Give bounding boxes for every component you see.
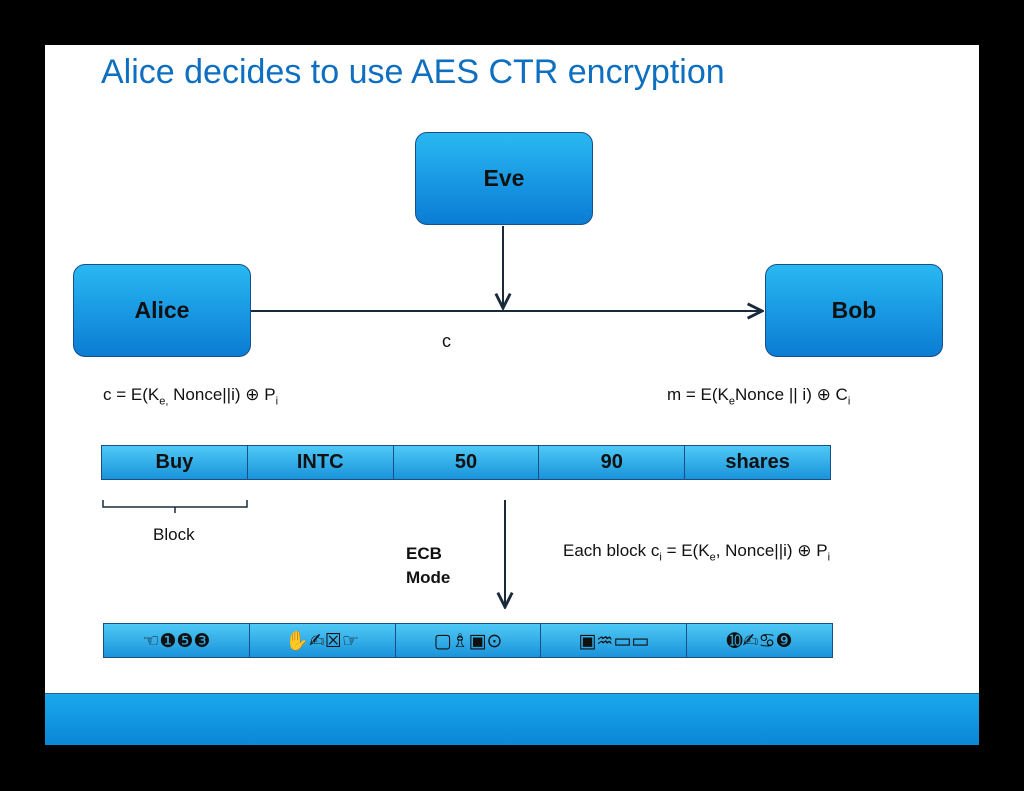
- arrows-layer: [102, 226, 979, 745]
- slide: Alice decides to use AES CTR encryption …: [45, 45, 979, 745]
- bob-node: Bob: [765, 264, 943, 357]
- block-formula: Each block ci = E(Ke, Nonce||i) ⊕ Pi: [563, 541, 831, 564]
- plaintext-blocks-row: Buy INTC 50 90 shares: [101, 445, 831, 480]
- bob-label: Bob: [831, 297, 877, 323]
- plaintext-block: 90: [538, 446, 685, 479]
- ciphertext-block: ☜❶❺❸: [104, 624, 249, 657]
- block-bracket: [102, 500, 248, 513]
- plaintext-block: INTC: [246, 446, 393, 479]
- eve-label: Eve: [483, 165, 525, 191]
- eve-node: Eve: [415, 132, 593, 225]
- channel-label: c: [442, 331, 451, 351]
- slide-title: Alice decides to use AES CTR encryption: [101, 53, 725, 91]
- ciphertext-block: ➓✍♋❾: [686, 624, 832, 657]
- ciphertext-blocks-row: ☜❶❺❸ ✋✍☒☞ ▢♗▣⊙ ▣♒▭▭ ➓✍♋❾: [103, 623, 833, 658]
- footer-bar: [45, 693, 979, 745]
- decryption-formula: m = E(KeNonce || i) ⊕ Ci: [667, 385, 851, 408]
- plaintext-block: 50: [392, 446, 539, 479]
- mode-label: ECB Mode: [406, 544, 451, 587]
- alice-label: Alice: [134, 297, 190, 323]
- plaintext-block: Buy: [102, 446, 247, 479]
- block-label: Block: [153, 525, 195, 544]
- encryption-formula: c = E(Ke, Nonce||i) ⊕ Pi: [103, 385, 279, 408]
- ciphertext-block: ▣♒▭▭: [540, 624, 687, 657]
- plaintext-block: shares: [684, 446, 830, 479]
- ciphertext-block: ▢♗▣⊙: [394, 624, 541, 657]
- ciphertext-block: ✋✍☒☞: [248, 624, 395, 657]
- alice-node: Alice: [73, 264, 251, 357]
